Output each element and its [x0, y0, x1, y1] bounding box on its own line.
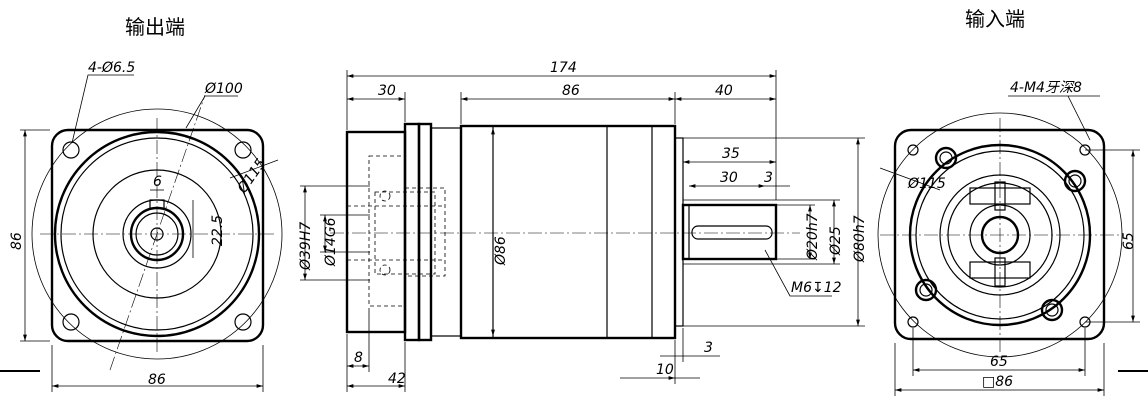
key-offset-dim: 3	[764, 170, 773, 186]
right-square-dim: □86	[982, 374, 1013, 390]
pilot-depth-dim: 8	[354, 350, 363, 366]
input-end-title: 输入端	[965, 7, 1025, 31]
shaft-dia-dim: Ø20h7	[805, 213, 821, 261]
left-height-dim: 86	[9, 232, 25, 250]
left-width-dim: 86	[148, 372, 166, 388]
shoulder-dia-dim: Ø25	[828, 226, 844, 256]
front-length-dim: 30	[378, 83, 396, 99]
input-end-view: 4-M4牙深8 Ø115 65 65 □86	[877, 80, 1148, 396]
body-length-dim: 86	[562, 83, 580, 99]
spigot-dia-dim: Ø80h7	[852, 215, 868, 263]
side-view: 174 30 86 40 35 30 3 Ø39H7 Ø14G6 Ø86 Ø20…	[298, 60, 868, 392]
left-holes-dim: 4-Ø6.5	[88, 60, 135, 76]
inner-dia-dim: Ø14G6	[323, 217, 339, 267]
output-end-view: 86 86 4-Ø6.5 Ø100 6 22.5 Ø115	[0, 60, 283, 392]
gap-dim: 3	[704, 340, 713, 356]
key-length-dim: 30	[720, 170, 738, 186]
front-depth-dim: 42	[388, 371, 406, 387]
overall-length-dim: 174	[550, 60, 577, 76]
pilot-dia-dim: Ø39H7	[298, 222, 314, 271]
left-key-width-dim: 6	[153, 174, 162, 190]
right-tapped-holes-dim: 4-M4牙深8	[1010, 80, 1082, 96]
shaft-key-length-dim: 35	[722, 146, 740, 162]
shaft-length-dim: 40	[715, 83, 733, 99]
body-dia-dim: Ø86	[493, 236, 509, 266]
left-key-height-dim: 22.5	[210, 215, 226, 246]
left-pcd-dim: Ø100	[204, 81, 243, 97]
shoulder-length-dim: 10	[656, 362, 674, 378]
right-height-dim: 65	[1121, 232, 1137, 250]
right-bolt-circle-dim: Ø115	[907, 176, 946, 192]
output-end-title: 输出端	[125, 15, 185, 39]
right-width-dim: 65	[990, 354, 1008, 370]
tap-dim: M6↧12	[791, 280, 842, 296]
